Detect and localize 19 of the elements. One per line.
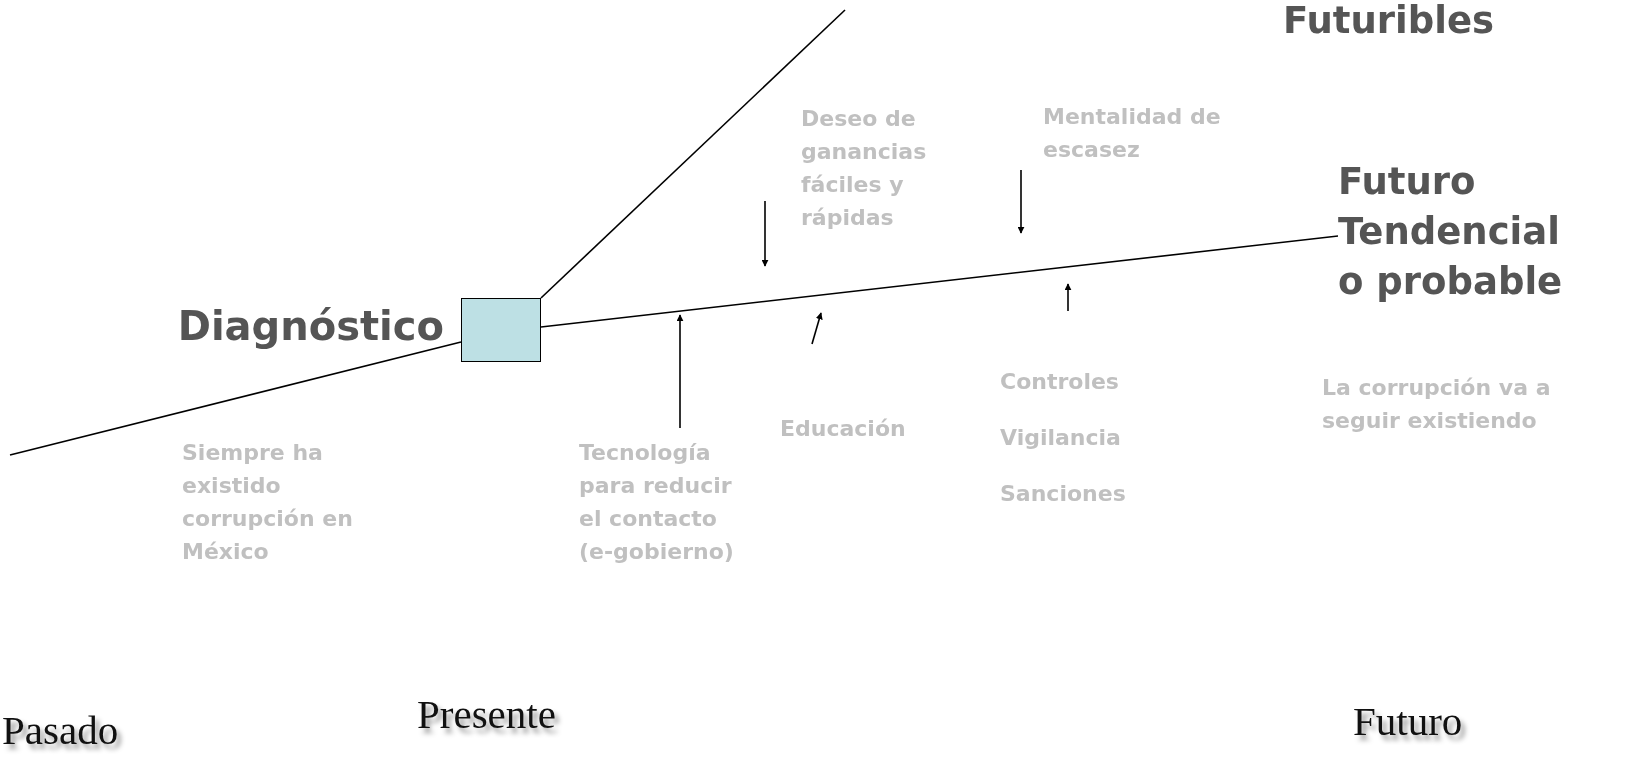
arrow bbox=[676, 314, 684, 429]
factor-label: Mentalidad de escasez bbox=[1043, 100, 1273, 166]
diagnosis-label: Diagnóstico bbox=[177, 302, 444, 351]
line bbox=[540, 235, 1339, 328]
note-label: Siempre ha existido corrupción en México bbox=[182, 439, 354, 566]
note-label: La corrupción va a seguir existiendo bbox=[1322, 374, 1552, 435]
factor-label: Educación bbox=[780, 412, 925, 445]
factor-label: Deseo de ganancias fáciles y rápidas bbox=[801, 102, 971, 234]
timeline-label: Futuro bbox=[1353, 697, 1463, 745]
line bbox=[540, 9, 846, 299]
line bbox=[9, 341, 462, 456]
list-item: Controles bbox=[1000, 368, 1120, 396]
heading-label: Futuribles bbox=[1283, 0, 1494, 44]
factor-label: Tecnología para reducir el contacto (e-gobierno) bbox=[579, 428, 757, 568]
list-item: Vigilancia bbox=[1000, 424, 1122, 452]
timeline-label: Presente bbox=[417, 690, 556, 738]
scenario-label: Futuro Tendencial o probable bbox=[1338, 157, 1583, 307]
timeline-label: Pasado bbox=[2, 706, 119, 754]
list-item: Sanciones bbox=[1000, 480, 1127, 508]
